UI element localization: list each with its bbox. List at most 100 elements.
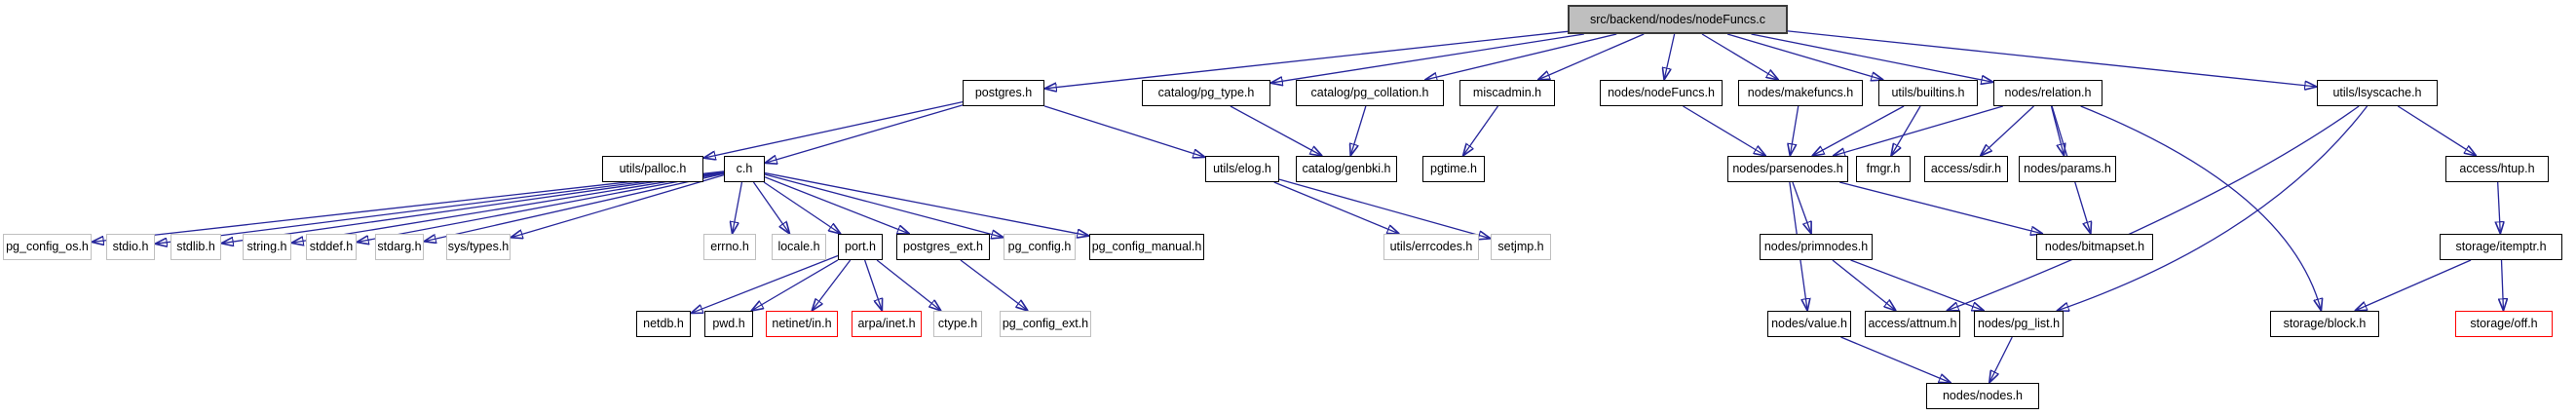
- edge-primnodes-h-to-pg-list-h: [1850, 259, 1985, 311]
- node-stddef-h: stddef.h: [306, 234, 357, 260]
- edge-itemptr-h-to-off-h: [2502, 259, 2504, 311]
- node-postgres-h[interactable]: postgres.h: [963, 80, 1044, 106]
- node-stdarg-h: stdarg.h: [375, 234, 424, 260]
- node-nodefuncs-c: src/backend/nodes/nodeFuncs.c: [1568, 5, 1788, 34]
- edge-c-h-to-postgres-ext-h: [764, 176, 910, 234]
- edge-relation-h-to-parsenodes-h: [1833, 105, 2003, 156]
- edge-builtins-h-to-parsenodes-h: [1812, 105, 1905, 156]
- node-value-h[interactable]: nodes/value.h: [1767, 311, 1851, 337]
- edge-builtins-h-to-fmgr-h: [1891, 105, 1921, 156]
- node-block-h[interactable]: storage/block.h: [2270, 311, 2379, 337]
- node-arpa-inet-h[interactable]: arpa/inet.h: [852, 311, 922, 337]
- edge-nodefuncs-c-to-lsyscache-h: [1787, 30, 2317, 87]
- node-itemptr-h[interactable]: storage/itemptr.h: [2440, 234, 2562, 260]
- edge-port-h-to-netinet-in-h: [812, 259, 852, 311]
- edge-primnodes-h-to-attnum-h: [1832, 259, 1896, 311]
- node-errcodes-h: utils/errcodes.h: [1383, 234, 1479, 260]
- edge-parsenodes-h-to-bitmapset-h: [1838, 181, 2043, 234]
- node-sdir-h[interactable]: access/sdir.h: [1924, 156, 2008, 182]
- edge-pg-type-h-to-genbki-h: [1230, 105, 1322, 156]
- edge-nodefuncs-c-to-makefuncs-h: [1701, 33, 1778, 80]
- node-genbki-h[interactable]: catalog/genbki.h: [1296, 156, 1397, 182]
- edge-lsyscache-h-to-htup-h: [2397, 105, 2476, 156]
- edge-makefuncs-h-to-parsenodes-h: [1790, 105, 1799, 156]
- edge-c-h-to-locale-h: [752, 181, 789, 234]
- node-fmgr-h[interactable]: fmgr.h: [1856, 156, 1911, 182]
- edge-pg-list-h-to-nodes-h: [1989, 336, 2013, 383]
- node-c-h[interactable]: c.h: [724, 156, 765, 182]
- node-errno-h: errno.h: [703, 234, 756, 260]
- node-htup-h[interactable]: access/htup.h: [2445, 156, 2549, 182]
- node-nodefuncs-h[interactable]: nodes/nodeFuncs.h: [1600, 80, 1723, 106]
- node-pg-config-ext-h: pg_config_ext.h: [1000, 311, 1091, 337]
- edge-elog-h-to-setjmp-h: [1278, 178, 1491, 239]
- edge-nodefuncs-c-to-miscadmin-h: [1537, 33, 1645, 80]
- node-pg-type-h[interactable]: catalog/pg_type.h: [1142, 80, 1270, 106]
- edge-postgres-h-to-palloc-h: [703, 100, 964, 159]
- edge-c-h-to-errno-h: [733, 181, 743, 234]
- edge-c-h-to-stdlib-h: [221, 170, 725, 243]
- edge-port-h-to-netdb-h: [691, 254, 839, 313]
- node-relation-h[interactable]: nodes/relation.h: [1993, 80, 2102, 106]
- node-pg-config-h: pg_config.h: [1004, 234, 1076, 260]
- edge-value-h-to-nodes-h: [1840, 336, 1951, 383]
- node-stdio-h: stdio.h: [106, 234, 155, 260]
- node-nodes-h[interactable]: nodes/nodes.h: [1926, 383, 2039, 409]
- node-netinet-in-h[interactable]: netinet/in.h: [766, 311, 838, 337]
- node-string-h: string.h: [243, 234, 291, 260]
- node-palloc-h[interactable]: utils/palloc.h: [602, 156, 703, 182]
- node-parsenodes-h[interactable]: nodes/parsenodes.h: [1727, 156, 1848, 182]
- edge-port-h-to-arpa-inet-h: [863, 259, 883, 311]
- edge-nodefuncs-h-to-parsenodes-h: [1683, 105, 1766, 156]
- edge-postgres-h-to-c-h: [765, 104, 964, 164]
- edge-c-h-to-stddef-h: [357, 171, 725, 242]
- node-postgres-ext-h[interactable]: postgres_ext.h: [896, 234, 990, 260]
- edge-lsyscache-h-to-pg-list-h: [2057, 105, 2368, 311]
- edge-c-h-to-string-h: [291, 171, 725, 243]
- node-miscadmin-h[interactable]: miscadmin.h: [1459, 80, 1555, 106]
- node-pg-list-h[interactable]: nodes/pg_list.h: [1974, 311, 2064, 337]
- edge-lsyscache-h-to-attnum-h: [1947, 105, 2360, 311]
- edge-relation-h-to-block-h: [2080, 105, 2322, 311]
- node-pg-collation-h[interactable]: catalog/pg_collation.h: [1296, 80, 1444, 106]
- node-port-h[interactable]: port.h: [838, 234, 883, 260]
- edge-relation-h-to-sdir-h: [1981, 105, 2034, 156]
- edge-relation-h-to-params-h: [2050, 105, 2064, 156]
- node-locale-h: locale.h: [772, 234, 826, 260]
- edge-nodefuncs-c-to-builtins-h: [1726, 33, 1883, 80]
- node-bitmapset-h[interactable]: nodes/bitmapset.h: [2036, 234, 2153, 260]
- edge-nodefuncs-c-to-relation-h: [1751, 33, 1993, 82]
- edge-c-h-to-pg-config-h: [764, 173, 1004, 238]
- node-elog-h[interactable]: utils/elog.h: [1205, 156, 1279, 182]
- edge-c-h-to-stdarg-h: [424, 172, 725, 242]
- node-pg-config-manual-h[interactable]: pg_config_manual.h: [1089, 234, 1204, 260]
- edge-nodefuncs-c-to-pg-collation-h: [1425, 33, 1617, 80]
- edge-port-h-to-pwd-h: [751, 259, 839, 311]
- node-builtins-h[interactable]: utils/builtins.h: [1878, 80, 1978, 106]
- edge-c-h-to-pg-config-manual-h: [764, 171, 1089, 237]
- edge-htup-h-to-itemptr-h: [2498, 181, 2501, 234]
- node-pgtime-h[interactable]: pgtime.h: [1422, 156, 1485, 182]
- node-pg-config-os-h: pg_config_os.h: [3, 234, 92, 260]
- edge-nodefuncs-c-to-nodefuncs-h: [1664, 33, 1676, 80]
- node-netdb-h[interactable]: netdb.h: [636, 311, 691, 337]
- node-sys-types-h: sys/types.h: [446, 234, 511, 260]
- edge-c-h-to-port-h: [763, 181, 841, 234]
- edge-postgres-ext-h-to-pg-config-ext-h: [960, 259, 1028, 311]
- edge-port-h-to-ctype-h: [876, 259, 941, 311]
- edge-nodefuncs-c-to-pg-type-h: [1270, 33, 1584, 83]
- node-pwd-h[interactable]: pwd.h: [704, 311, 753, 337]
- node-primnodes-h[interactable]: nodes/primnodes.h: [1760, 234, 1873, 260]
- node-off-h[interactable]: storage/off.h: [2455, 311, 2553, 337]
- node-stdlib-h: stdlib.h: [170, 234, 221, 260]
- node-attnum-h[interactable]: access/attnum.h: [1865, 311, 1960, 337]
- node-makefuncs-h[interactable]: nodes/makefuncs.h: [1738, 80, 1863, 106]
- edge-c-h-to-pg-config-os-h: [92, 170, 725, 243]
- node-lsyscache-h[interactable]: utils/lsyscache.h: [2317, 80, 2438, 106]
- edge-nodefuncs-c-to-postgres-h: [1044, 30, 1569, 89]
- edge-elog-h-to-errcodes-h: [1273, 181, 1400, 234]
- edge-parsenodes-h-to-primnodes-h: [1792, 181, 1811, 234]
- node-params-h[interactable]: nodes/params.h: [2019, 156, 2116, 182]
